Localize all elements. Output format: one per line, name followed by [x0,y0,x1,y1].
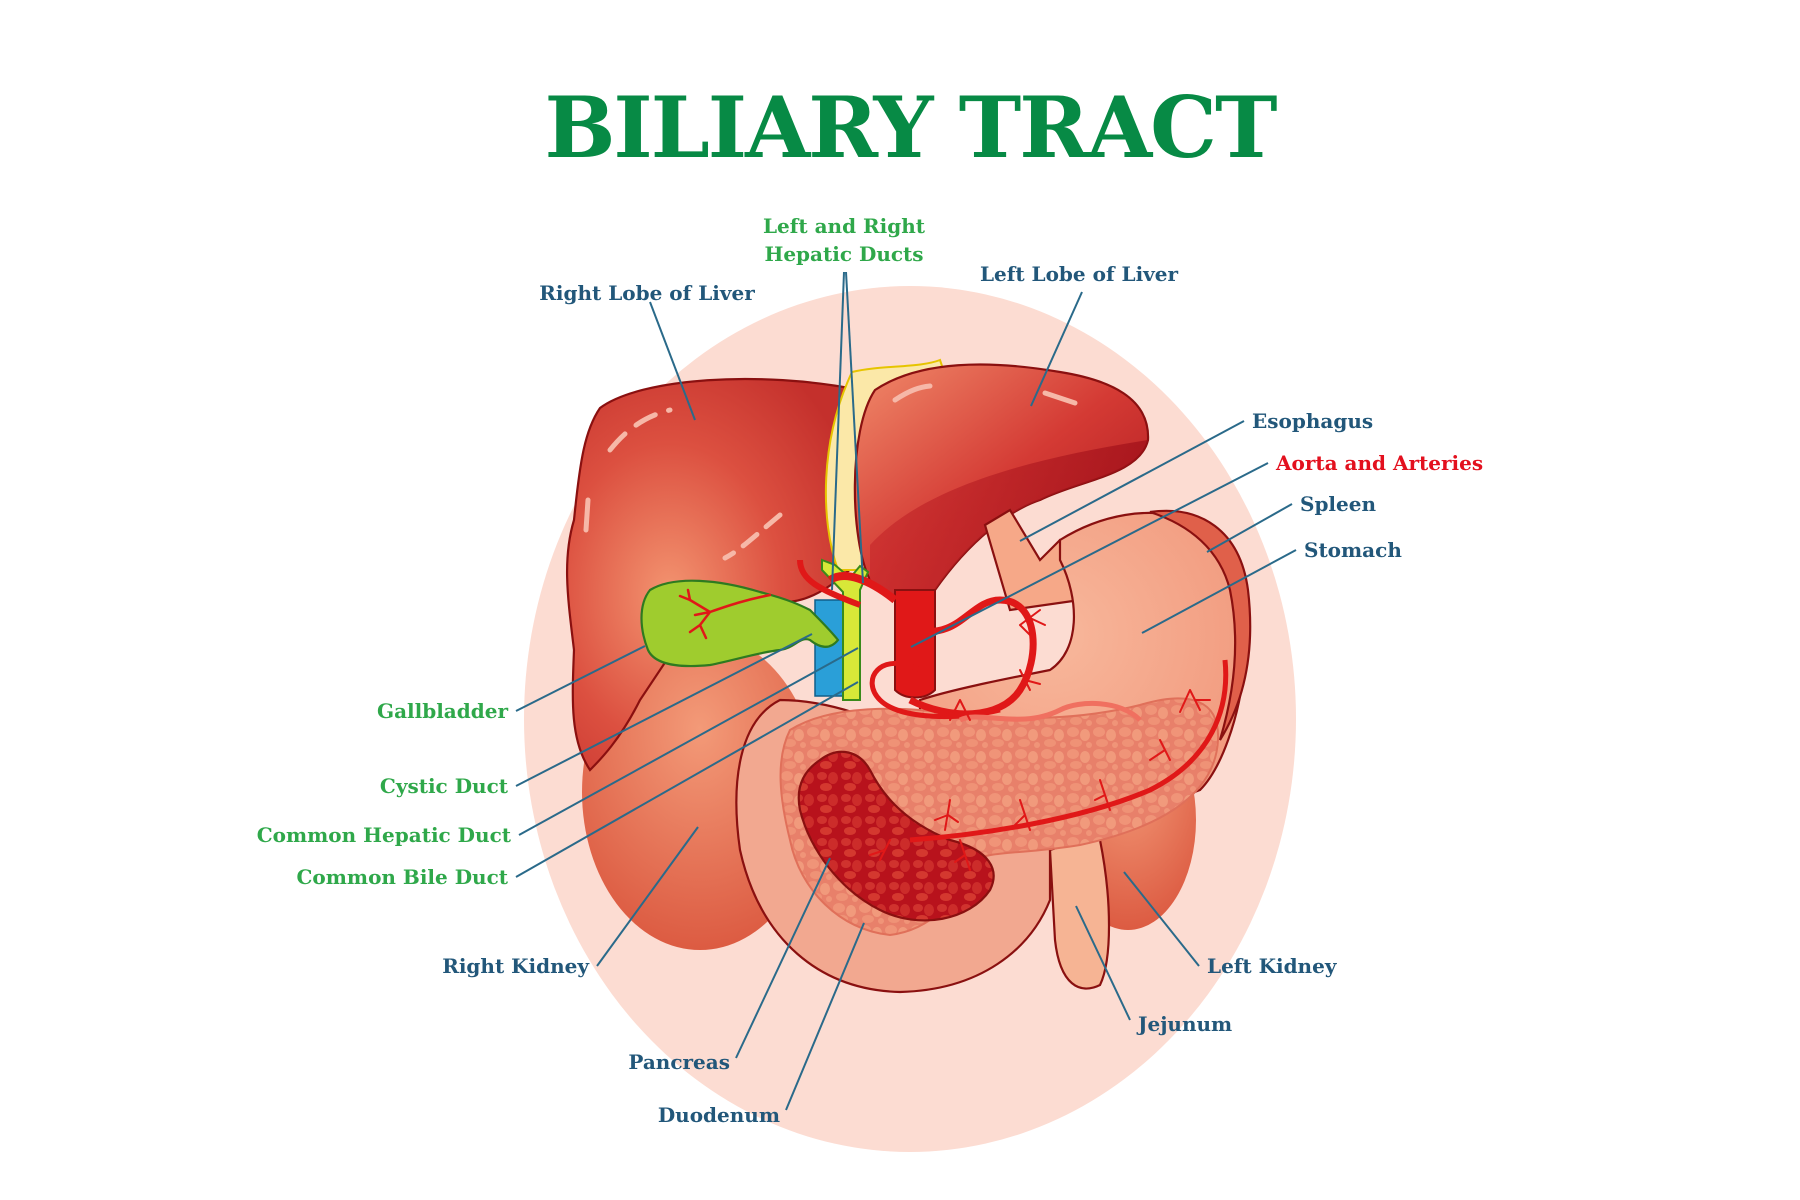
label-common-hepatic-duct: Common Hepatic Duct [257,823,512,847]
leader-right-kidney [596,826,699,967]
label-stomach: Stomach [1304,538,1402,562]
label-left-kidney: Left Kidney [1207,954,1338,978]
spleen-shape [1149,509,1252,741]
common-hepatic-duct-blue [814,599,846,697]
right-liver-highlight [583,497,591,533]
leader-hepatic-ducts-right [845,271,864,584]
label-pancreas: Pancreas [628,1050,730,1074]
label-aorta: Aorta and Arteries [1275,451,1483,475]
label-jejunum: Jejunum [1136,1012,1232,1036]
pancreas-head-shape [797,750,995,922]
leader-right-lobe [649,301,696,421]
leader-left-lobe [1030,291,1083,407]
leader-gallbladder [515,645,646,712]
label-gallbladder: Gallbladder [377,699,508,723]
leader-hepatic-ducts-left [831,271,845,591]
label-hepatic-ducts-line2: Hepatic Ducts [764,242,923,266]
leader-esophagus [1019,420,1245,542]
leader-left-kidney [1123,871,1200,967]
left-liver-underside [870,440,1148,596]
right-liver-lobe-shape [565,377,862,772]
aorta-arteries [797,559,1229,871]
leader-jejunum [1075,905,1131,1021]
gallbladder-vessels [678,588,772,640]
leader-lines [515,271,1297,1111]
label-duodenum: Duodenum [658,1103,780,1127]
label-esophagus: Esophagus [1252,409,1373,433]
leader-cystic-duct [515,633,813,787]
leader-stomach [1141,549,1297,634]
label-common-bile-duct: Common Bile Duct [296,865,508,889]
label-cystic-duct: Cystic Duct [380,774,509,798]
leader-common-hepatic-duct [518,647,859,836]
left-liver-highlight [892,383,933,403]
gallbladder-shape [640,579,840,668]
leader-aorta [910,462,1269,648]
leader-spleen [1206,503,1293,553]
label-left-lobe: Left Lobe of Liver [980,262,1179,286]
left-liver-highlight [1042,390,1078,406]
right-liver-highlight [722,512,783,561]
label-hepatic-ducts-line1: Left and Right [763,214,926,238]
label-spleen: Spleen [1300,492,1376,516]
right-liver-highlight [607,407,673,453]
leader-common-bile-duct [515,681,859,878]
leader-pancreas [735,857,831,1059]
page-title: BILIARY TRACT [544,78,1277,177]
leader-duodenum [785,922,865,1111]
label-right-lobe: Right Lobe of Liver [539,281,755,305]
label-right-kidney: Right Kidney [442,954,590,978]
